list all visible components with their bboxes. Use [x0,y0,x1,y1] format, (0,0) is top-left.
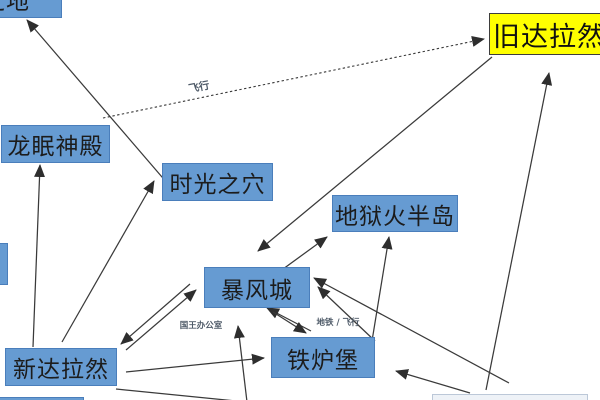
edge-stormwind-to-ironforge [272,311,307,334]
node-new-dalaran[interactable]: 新达拉然 [5,348,117,386]
edge-bottom-up-arrow [233,325,248,400]
edge-new-dalaran-to-caverns [61,180,155,343]
node-wyrmrest-temple[interactable]: 龙眠神殿 [1,125,110,163]
edge-new-dalaran-to-ironforge [125,353,265,373]
edge-ironforge-to-stormwind [266,307,312,332]
edge-ironforge-corner-to-stormwind [317,286,376,342]
node-stormwind[interactable]: 暴风城 [204,267,310,308]
edge-new-dalaran-to-stormwind [125,289,197,351]
edge-bottom-shallow-line [115,388,233,400]
edge-bottomright-to-ironforge [395,369,471,394]
edge-ironforge-to-hellfire [371,236,393,342]
node-hellfire-peninsula[interactable]: 地狱火半岛 [332,195,458,232]
node-bottom-left-partial[interactable] [0,397,84,400]
edge-bottombox-to-old-dalaran [485,72,553,391]
node-land-partial[interactable]: 之地 [0,0,62,18]
node-caverns-of-time[interactable]: 时光之穴 [162,163,273,201]
flight-label: 飞行 [187,79,211,96]
edge-stormwind-to-new-dalaran [120,283,191,345]
node-left-edge-partial[interactable] [0,243,8,285]
node-old-dalaran[interactable]: 旧达拉然 [489,13,600,55]
tram-flight-label: 地铁 / 飞行 [316,318,360,328]
kings-office-label: 国王办公室 [179,321,223,331]
node-bottom-partial[interactable] [432,394,588,400]
edge-new-dalaran-to-wyrmrest [32,164,46,348]
node-ironforge[interactable]: 铁炉堡 [271,337,375,378]
edge-wyrmrest-to-old-dalaran-flight [102,36,485,119]
